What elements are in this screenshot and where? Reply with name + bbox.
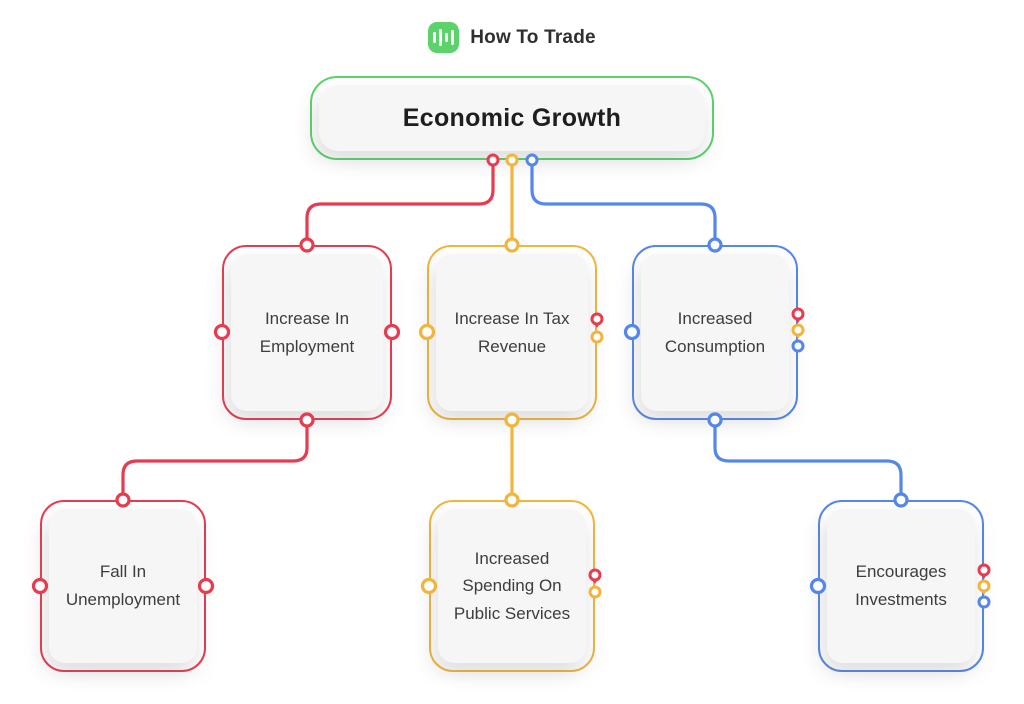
node-label: Increase In Employment [259, 308, 355, 356]
node-label: Economic Growth [402, 103, 622, 132]
node-increased-consumption: Increased Consumption [632, 245, 798, 420]
connector-employment-to-unemployment [121, 420, 309, 500]
node-card: Increase In Tax Revenue [436, 254, 588, 411]
connector-consumption-to-investments [713, 420, 903, 500]
bar-chart-icon-bar [432, 32, 437, 43]
bar-chart-icon-bar [444, 33, 449, 42]
node-increased-spending-on-public-services: Increased Spending On Public Services [429, 500, 595, 672]
connector-root-to-employment [305, 158, 495, 245]
node-label: Fall In Unemployment [65, 562, 181, 609]
node-economic-growth: Economic Growth [310, 76, 714, 160]
node-card: Encourages Investments [827, 509, 975, 663]
connector-root-to-consumption [530, 158, 717, 245]
node-encourages-investments: Encourages Investments [818, 500, 984, 672]
node-card: Increased Spending On Public Services [438, 509, 586, 663]
bar-chart-icon-bar [450, 30, 455, 45]
header: How To Trade [0, 22, 1024, 53]
node-fall-in-unemployment: Fall In Unemployment [40, 500, 206, 672]
bar-chart-icon-bar [438, 29, 443, 46]
node-label: Increased Consumption [664, 308, 766, 356]
bar-chart-icon [428, 22, 460, 53]
node-card: Economic Growth [319, 85, 705, 151]
brand-title: How To Trade [470, 26, 596, 48]
node-card: Fall In Unemployment [49, 509, 197, 663]
node-increase-in-employment: Increase In Employment [222, 245, 392, 420]
node-label: Increased Spending On Public Services [453, 548, 571, 623]
node-increase-in-tax-revenue: Increase In Tax Revenue [427, 245, 597, 420]
node-card: Increased Consumption [641, 254, 789, 411]
node-label: Encourages Investments [855, 562, 947, 609]
node-label: Increase In Tax Revenue [454, 308, 570, 356]
node-card: Increase In Employment [231, 254, 383, 411]
